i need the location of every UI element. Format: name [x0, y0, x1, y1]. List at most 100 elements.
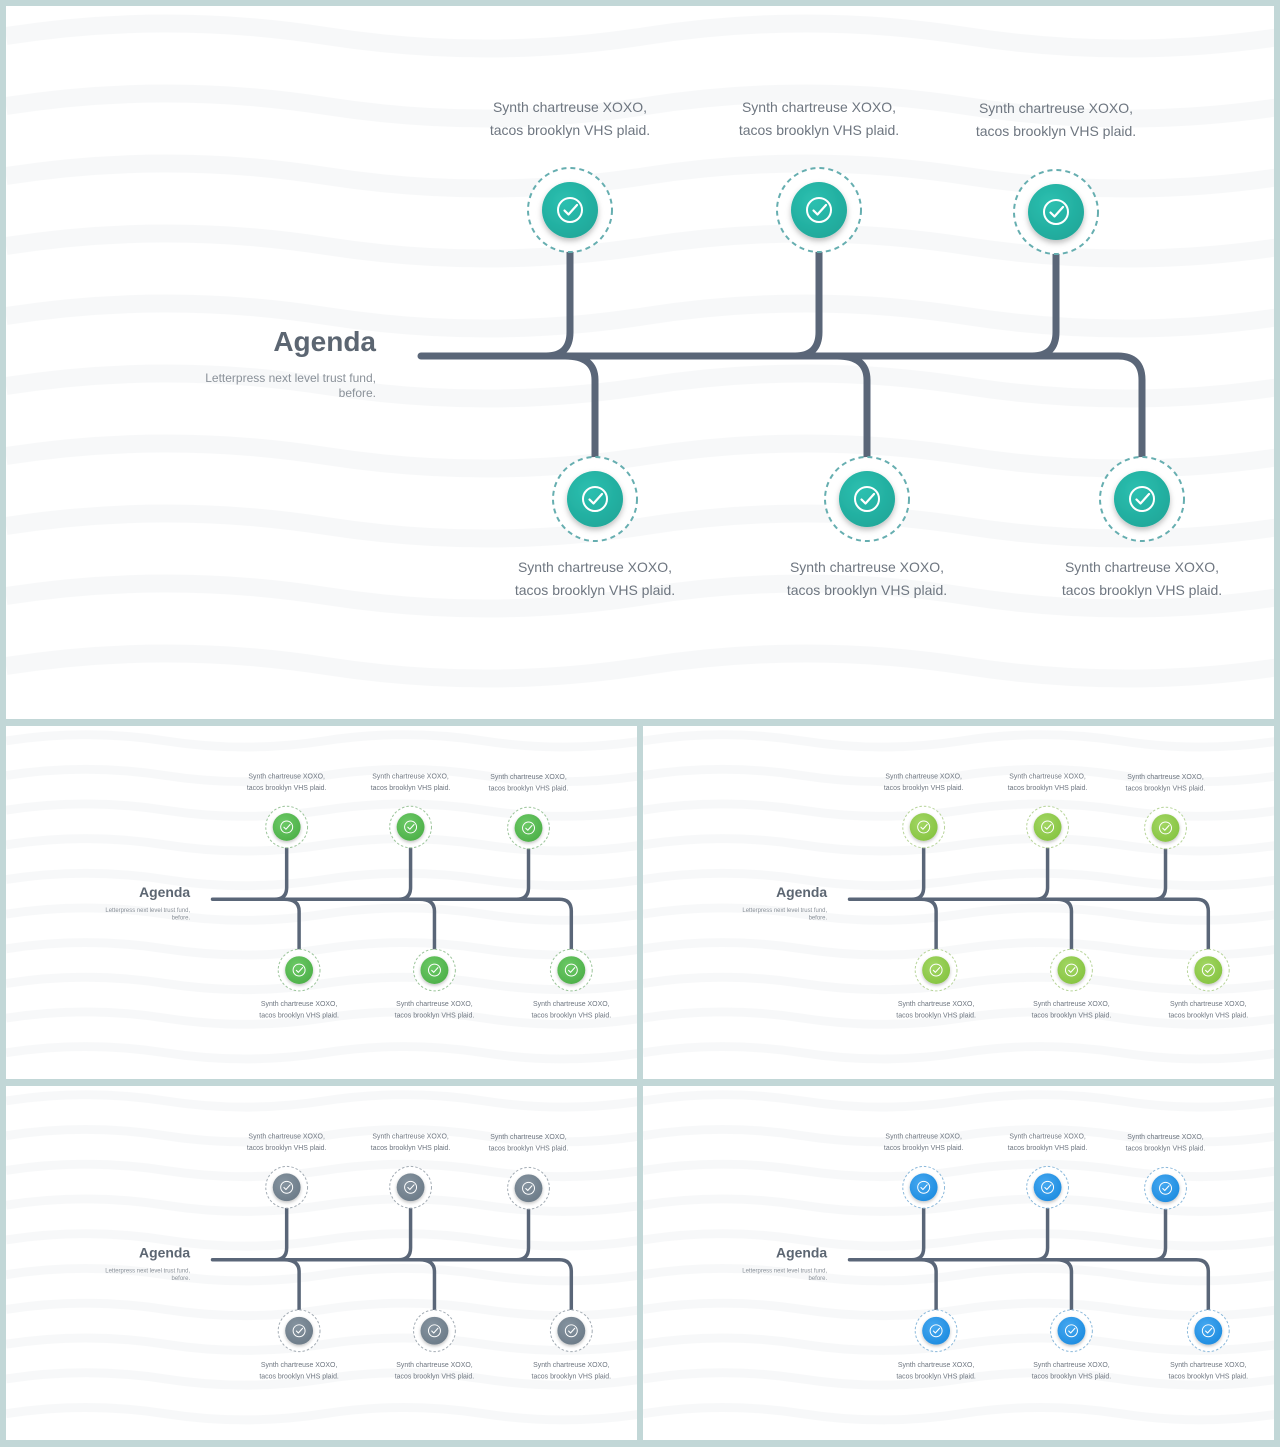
check-circle-icon: [929, 963, 943, 977]
connector-lines: [417, 246, 1146, 463]
connector-lines: [210, 1205, 574, 1313]
check-circle-icon: [917, 820, 931, 834]
milestone-disc: [514, 814, 543, 842]
milestone-disc: [272, 813, 301, 841]
check-circle-icon: [280, 820, 294, 834]
milestone-caption: Synth chartreuse XOXO,: [1170, 1001, 1247, 1008]
milestone-disc: [567, 471, 623, 527]
milestone-caption: Synth chartreuse XOXO,: [898, 1362, 975, 1369]
milestone-2: Synth chartreuse XOXO,tacos brooklyn VHS…: [1008, 773, 1087, 849]
check-circle-icon: [1201, 963, 1215, 977]
milestone-disc: [909, 813, 938, 841]
milestone-disc: [922, 1316, 951, 1345]
milestone-caption: Synth chartreuse XOXO,: [396, 1001, 473, 1008]
check-circle-icon: [564, 1324, 578, 1338]
check-circle-icon: [564, 963, 578, 977]
milestone-2: Synth chartreuse XOXO,tacos brooklyn VHS…: [371, 1134, 450, 1209]
milestone-3: Synth chartreuse XOXO, tacos brooklyn VHS…: [489, 774, 569, 850]
milestone-caption: Synth chartreuse XOXO,: [493, 99, 647, 115]
check-circle-icon: [427, 963, 441, 977]
milestone-disc: [922, 956, 951, 984]
trunk-line: [210, 897, 574, 953]
milestone-disc: [1028, 184, 1084, 240]
agenda-subtitle: before.: [339, 386, 376, 400]
milestone-disc: [1057, 956, 1086, 984]
branch-line-top-1: [272, 1205, 289, 1262]
check-circle-icon: [1159, 821, 1172, 835]
milestone-caption: Synth chartreuse XOXO,: [1033, 1001, 1110, 1008]
milestone-disc: [1033, 1173, 1062, 1202]
milestone-disc: [1151, 814, 1180, 842]
milestone-disc: [1114, 471, 1170, 527]
check-circle-icon: [1129, 486, 1155, 512]
milestone-disc: [1194, 1316, 1223, 1345]
milestone-caption: tacos brooklyn VHS plaid.: [515, 582, 675, 598]
branch-line-bottom-1: [282, 897, 301, 953]
milestone-3: Synth chartreuse XOXO,tacos brooklyn VHS…: [489, 1134, 568, 1210]
check-circle-icon: [404, 820, 418, 834]
milestone-caption: tacos brooklyn VHS plaid.: [531, 1013, 611, 1020]
check-circle-icon: [1041, 1180, 1055, 1194]
branch-line-top-1: [909, 1205, 926, 1262]
milestone-3: Synth chartreuse XOXO,tacos brooklyn VHS…: [1126, 1134, 1205, 1210]
branch-line-top-2: [396, 845, 413, 902]
milestone-6: Synth chartreuse XOXO, tacos brooklyn VHS…: [532, 1309, 612, 1380]
milestone-1: Synth chartreuse XOXO,tacos brooklyn VHS…: [247, 1134, 327, 1209]
milestone-disc: [1194, 956, 1223, 984]
milestone-caption: tacos brooklyn VHS plaid.: [489, 785, 569, 792]
milestone-disc: [909, 1173, 938, 1202]
milestone-5: Synth chartreuse XOXO,tacos brooklyn VHS…: [787, 456, 947, 598]
agenda-title: Agenda: [139, 884, 190, 900]
milestone-caption: tacos brooklyn VHS plaid.: [1008, 1145, 1088, 1152]
check-circle-icon: [1043, 199, 1069, 225]
milestone-5: Synth chartreuse XOXO,tacos brooklyn VHS…: [395, 948, 474, 1020]
milestone-caption: Synth chartreuse XOXO,: [490, 774, 567, 781]
agenda-title: Agenda: [776, 884, 827, 900]
milestone-caption: Synth chartreuse XOXO,: [372, 1134, 449, 1141]
milestone-disc: [839, 471, 895, 527]
milestone-caption: Synth chartreuse XOXO,: [533, 1362, 610, 1369]
milestone-2: Synth chartreuse XOXO,tacos brooklyn VHS…: [1008, 1134, 1088, 1209]
agenda-subtitle: before.: [809, 916, 828, 922]
agenda-subtitle: Letterpress next level trust fund,: [742, 908, 827, 914]
milestone-disc: [1151, 1174, 1180, 1203]
branch-line-top-1: [272, 845, 289, 902]
trunk-line: [417, 352, 1146, 463]
milestone-3: Synth chartreuse XOXO,tacos brooklyn VHS…: [1126, 774, 1206, 850]
milestone-caption: Synth chartreuse XOXO,: [518, 559, 672, 575]
check-circle-icon: [427, 1324, 441, 1338]
milestone-disc: [1033, 813, 1062, 841]
milestone-5: Synth chartreuse XOXO,tacos brooklyn VHS…: [395, 1309, 474, 1380]
trunk-line: [847, 897, 1211, 953]
milestone-disc: [1057, 1316, 1086, 1345]
milestone-disc: [396, 813, 425, 841]
branch-line-bottom-1: [561, 352, 599, 463]
agenda-subtitle: Letterpress next level trust fund,: [742, 1269, 827, 1275]
milestone-4: Synth chartreuse XOXO,tacos brooklyn VHS…: [896, 1309, 976, 1380]
check-circle-icon: [1041, 820, 1055, 834]
milestone-5: Synth chartreuse XOXO,tacos brooklyn VHS…: [1032, 1309, 1111, 1380]
milestone-disc: [514, 1174, 543, 1203]
check-circle-icon: [557, 197, 583, 223]
agenda-subtitle: before.: [172, 1276, 191, 1282]
milestone-caption: tacos brooklyn VHS plaid.: [532, 1373, 612, 1380]
branch-line-top-3: [1151, 1206, 1168, 1262]
connector-lines: [847, 1205, 1211, 1313]
milestone-6: Synth chartreuse XOXO,tacos brooklyn VHS…: [1062, 456, 1222, 598]
milestone-4: Synth chartreuse XOXO,tacos brooklyn VHS…: [259, 948, 339, 1020]
milestone-caption: tacos brooklyn VHS plaid.: [884, 785, 964, 792]
branch-line-top-2: [791, 246, 823, 360]
milestone-4: Synth chartreuse XOXO,tacos brooklyn VHS…: [896, 948, 976, 1020]
milestone-caption: Synth chartreuse XOXO,: [1009, 773, 1086, 780]
check-circle-icon: [522, 821, 535, 835]
milestone-caption: Synth chartreuse XOXO,: [248, 1134, 325, 1141]
milestone-caption: tacos brooklyn VHS plaid.: [1126, 785, 1206, 792]
check-circle-icon: [854, 486, 880, 512]
branch-line-bottom-1: [282, 1258, 301, 1313]
milestone-1: Synth chartreuse XOXO,tacos brooklyn VHS…: [884, 1134, 964, 1209]
agenda-subtitle: Letterpress next level trust fund,: [105, 908, 190, 914]
milestone-caption: tacos brooklyn VHS plaid.: [1032, 1013, 1112, 1020]
